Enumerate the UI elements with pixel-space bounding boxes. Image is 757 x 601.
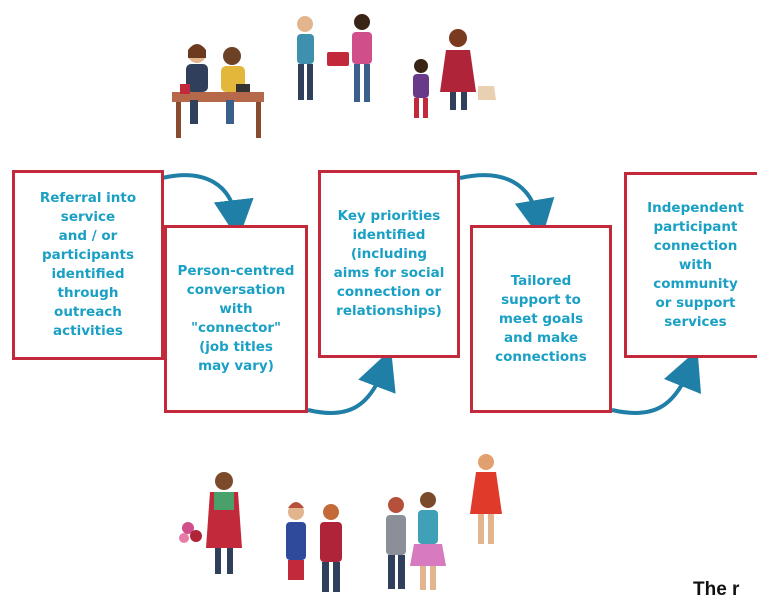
step-1-text: Referral into service and / or participa… [39, 190, 137, 339]
step-3-box: Key priorities identified (including aim… [318, 170, 460, 358]
couple-icon [286, 502, 342, 592]
step-3-text: Key priorities identified (including aim… [333, 208, 445, 319]
arrow-4-to-5 [611, 349, 702, 415]
young-couple-icon [386, 492, 446, 590]
step-2-box: Person-centred conversation with "connec… [164, 225, 308, 413]
step-1-box: Referral into service and / or participa… [12, 170, 164, 360]
person-with-shopping-basket-icon [297, 14, 372, 102]
caption-text: The r [693, 579, 740, 600]
step-4-text: Tailored support to meet goals and make … [495, 272, 587, 365]
arrow-3-to-4 [459, 173, 555, 240]
step-5-text: Independent participant connection with … [647, 199, 744, 330]
parent-and-child-with-dog-icon [413, 29, 496, 118]
people-at-table-icon [172, 44, 264, 138]
woman-in-red-dress-icon [470, 454, 502, 544]
woman-with-flowers-icon [179, 472, 242, 574]
step-5-box: Independent participant connection with … [624, 172, 757, 358]
arrow-1-to-2 [161, 173, 254, 240]
step-4-box: Tailored support to meet goals and make … [470, 225, 612, 413]
arrow-2-to-3 [307, 349, 396, 415]
step-2-text: Person-centred conversation with "connec… [177, 263, 295, 374]
